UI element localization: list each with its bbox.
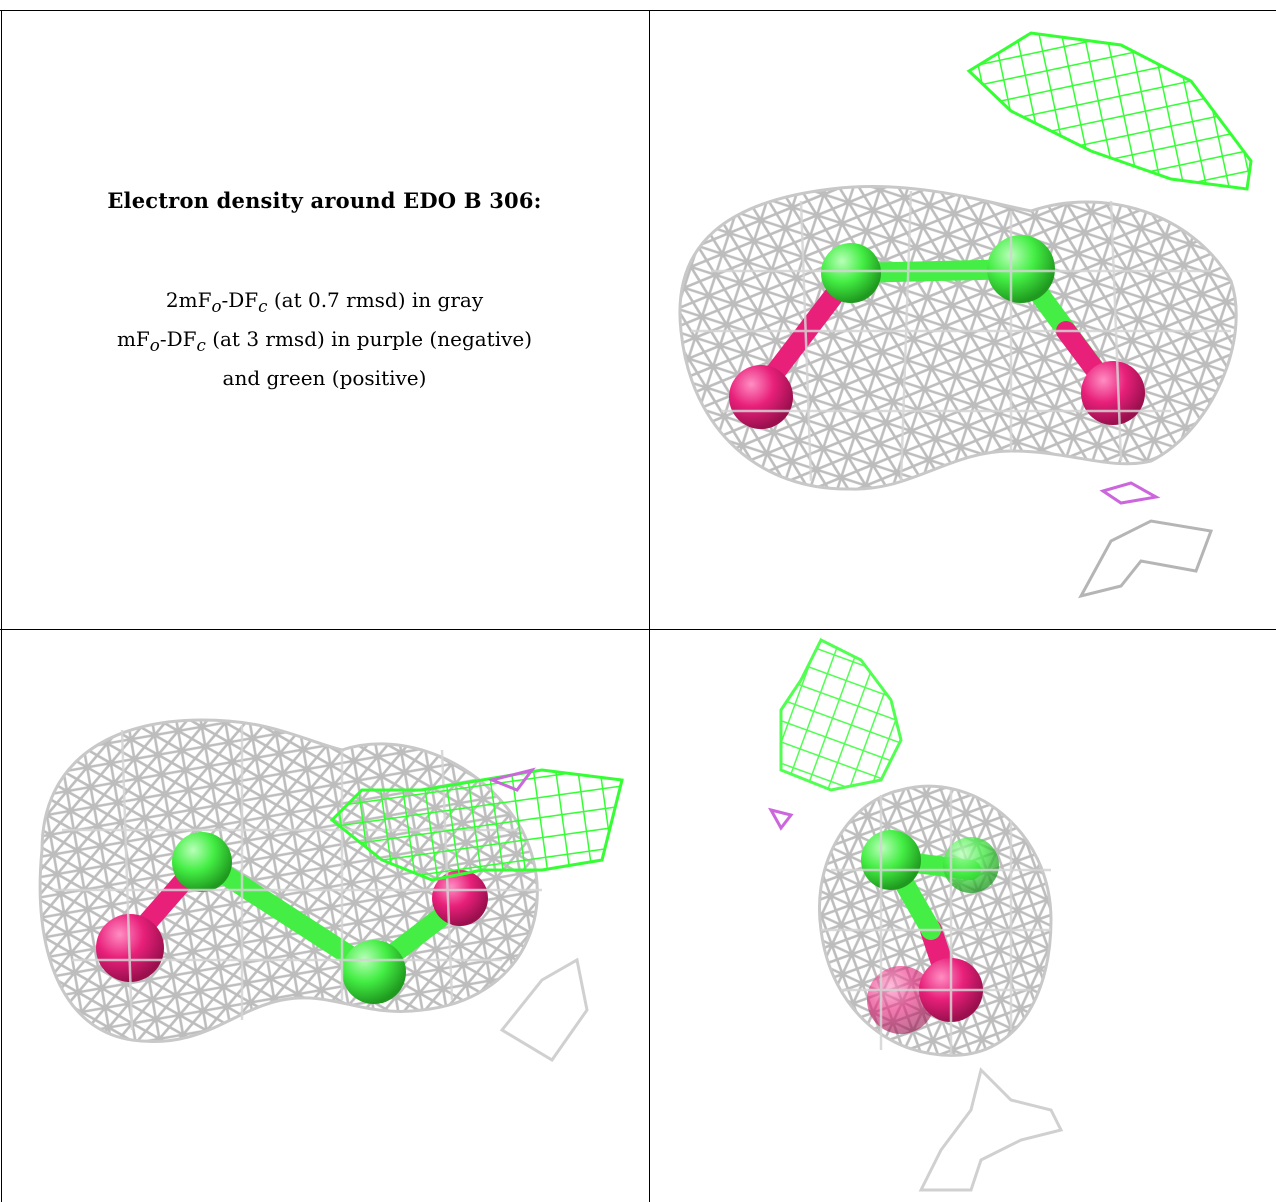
table-border-top bbox=[0, 10, 1276, 11]
caption-cell: Electron density around EDO B 306: 2mFo-… bbox=[2, 12, 647, 607]
caption-title: Electron density around EDO B 306: bbox=[107, 188, 542, 213]
table-border-middle bbox=[0, 629, 1276, 630]
legend-line-fofc: mFo-DFc (at 3 rmsd) in purple (negative) bbox=[116, 327, 533, 355]
molecule-mesh-icon bbox=[38, 718, 624, 1063]
table-border-left bbox=[1, 10, 2, 1202]
molecule-mesh-icon bbox=[768, 637, 1064, 1192]
legend-block: 2mFo-DFc (at 0.7 rmsd) in gray mFo-DFc (… bbox=[2, 284, 647, 394]
molecule-mesh-icon bbox=[678, 31, 1253, 599]
legend-line-positive: and green (positive) bbox=[222, 366, 427, 390]
density-view-1 bbox=[651, 11, 1276, 628]
density-view-3 bbox=[651, 630, 1276, 1202]
density-view-2 bbox=[2, 630, 648, 1202]
table-border-center bbox=[649, 10, 650, 1202]
legend-line-2fofc: 2mFo-DFc (at 0.7 rmsd) in gray bbox=[165, 288, 484, 316]
